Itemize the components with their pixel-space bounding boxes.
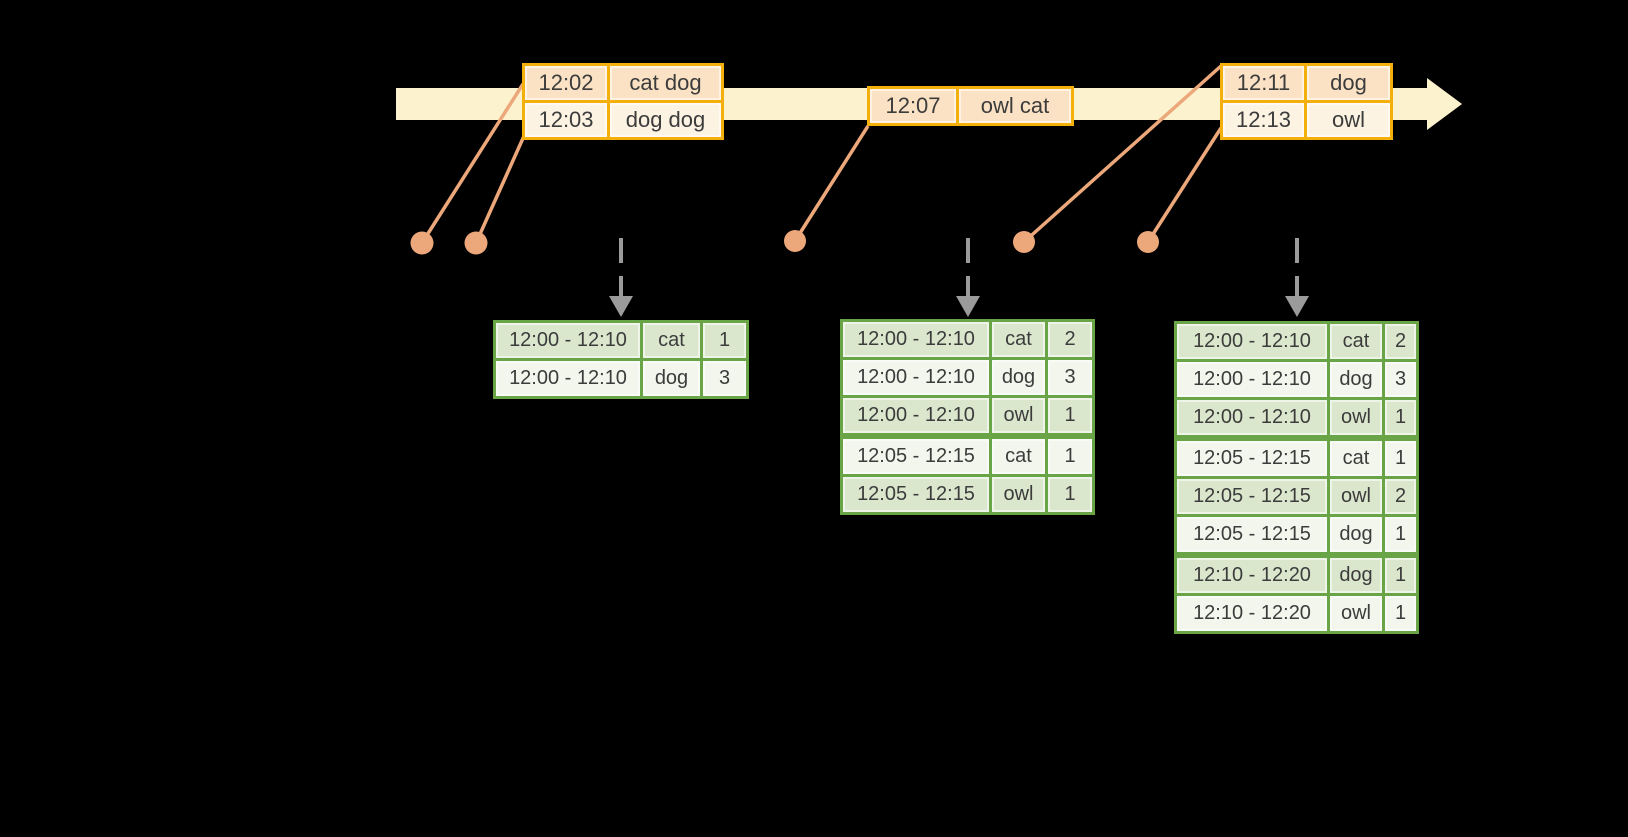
event-dot xyxy=(1137,231,1159,253)
table-cell: 1 xyxy=(1385,596,1416,631)
table-cell: 12:13 xyxy=(1223,103,1304,137)
event-dots xyxy=(410,230,1159,255)
table-cell: 12:00 - 12:10 xyxy=(843,398,989,433)
table-cell: 1 xyxy=(1385,517,1416,552)
table-cell: dog xyxy=(1330,517,1382,552)
table-cell: 12:00 - 12:10 xyxy=(1177,324,1327,359)
table-cell: 1 xyxy=(1385,441,1416,476)
table-cell: dog xyxy=(1330,558,1382,593)
table-cell: owl cat xyxy=(959,89,1071,123)
table-cell: 1 xyxy=(1048,439,1092,474)
table-cell: owl xyxy=(992,398,1045,433)
table-cell: 12:02 xyxy=(525,66,607,100)
table-cell: 12:00 - 12:10 xyxy=(843,360,989,395)
table-cell: owl xyxy=(1330,400,1382,435)
table-cell: owl xyxy=(1330,479,1382,514)
table-cell: 12:03 xyxy=(525,103,607,137)
table-cell: 1 xyxy=(1385,400,1416,435)
connector-line xyxy=(1022,64,1223,244)
table-cell: dog xyxy=(643,361,700,396)
table-cell: dog xyxy=(1330,362,1382,397)
table-cell: 1 xyxy=(703,323,746,358)
event-dot xyxy=(1013,231,1035,253)
table-cell: owl xyxy=(1307,103,1390,137)
table-cell: 12:00 - 12:10 xyxy=(843,322,989,357)
table-cell: 12:05 - 12:15 xyxy=(1177,441,1327,476)
table-cell: 1 xyxy=(1385,558,1416,593)
table-cell: cat xyxy=(1330,324,1382,359)
connector-line xyxy=(1146,127,1223,243)
timeline-arrowhead-icon xyxy=(1427,78,1462,130)
table-cell: owl xyxy=(1330,596,1382,631)
table-cell: 3 xyxy=(1385,362,1416,397)
table-cell: 3 xyxy=(1048,360,1092,395)
table-cell: 12:00 - 12:10 xyxy=(496,323,640,358)
table-cell: cat dog xyxy=(610,66,721,100)
trigger-arrows xyxy=(609,238,1309,317)
connector-line xyxy=(420,83,525,244)
table-cell: 12:00 - 12:10 xyxy=(496,361,640,396)
table-cell: cat xyxy=(992,439,1045,474)
table-cell: 2 xyxy=(1385,324,1416,359)
table-cell: 12:00 - 12:10 xyxy=(1177,400,1327,435)
table-cell: 2 xyxy=(1385,479,1416,514)
table-cell: 12:05 - 12:15 xyxy=(843,439,989,474)
table-cell: dog dog xyxy=(610,103,721,137)
table-cell: 1 xyxy=(1048,477,1092,512)
event-dot xyxy=(410,231,434,255)
table-cell: cat xyxy=(992,322,1045,357)
table-cell: 12:05 - 12:15 xyxy=(843,477,989,512)
table-cell: cat xyxy=(643,323,700,358)
connector-line xyxy=(474,135,526,244)
table-cell: 12:11 xyxy=(1223,66,1304,100)
table-cell: dog xyxy=(992,360,1045,395)
table-cell: 2 xyxy=(1048,322,1092,357)
table-cell: cat xyxy=(1330,441,1382,476)
table-cell: 12:05 - 12:15 xyxy=(1177,517,1327,552)
table-cell: dog xyxy=(1307,66,1390,100)
table-cell: 12:00 - 12:10 xyxy=(1177,362,1327,397)
connector-line xyxy=(793,125,870,242)
dashed-arrow-head-icon xyxy=(609,296,633,317)
table-cell: 1 xyxy=(1048,398,1092,433)
dashed-arrow-head-icon xyxy=(956,296,980,317)
event-dot xyxy=(464,231,488,255)
table-cell: owl xyxy=(992,477,1045,512)
event-dot xyxy=(784,230,806,252)
table-cell: 12:07 xyxy=(870,89,956,123)
table-cell: 12:10 - 12:20 xyxy=(1177,596,1327,631)
table-cell: 12:05 - 12:15 xyxy=(1177,479,1327,514)
table-cell: 3 xyxy=(703,361,746,396)
event-connectors xyxy=(420,64,1223,244)
table-cell: 12:10 - 12:20 xyxy=(1177,558,1327,593)
dashed-arrow-head-icon xyxy=(1285,296,1309,317)
